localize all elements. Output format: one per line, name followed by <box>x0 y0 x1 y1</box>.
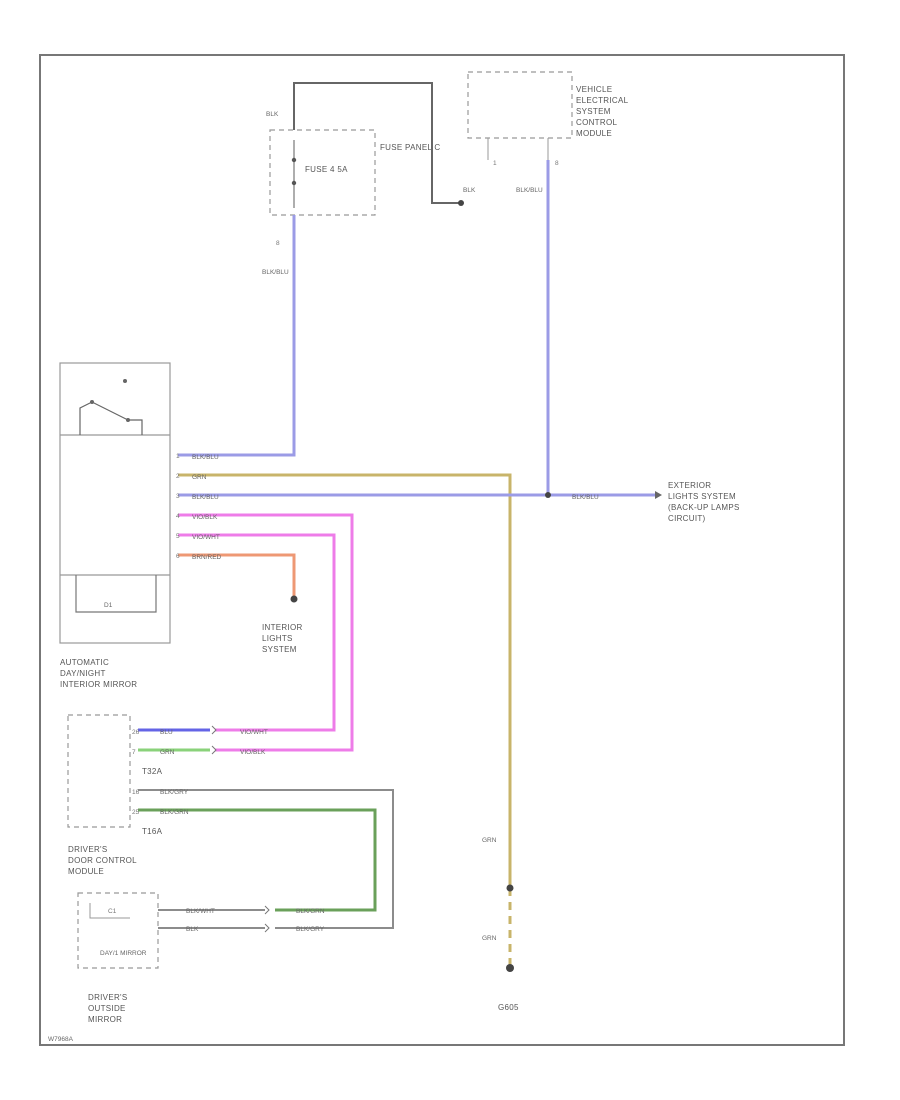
wire-label-grn-lower: GRN <box>482 935 497 942</box>
wire-label-vescm-blk-blu: BLK/BLU <box>516 187 543 194</box>
door-pin-7: 7 <box>132 749 136 756</box>
splice-grn <box>506 884 514 892</box>
wire-label-blk-gry: BLK/GRY <box>160 789 189 796</box>
door-pin-16: 16 <box>132 789 140 796</box>
wire-label-grn-door: GRN <box>160 749 175 756</box>
interior-mirror-box <box>59 362 171 644</box>
wire-label-blk-gry-mirror: BLK/GRY <box>296 926 325 933</box>
mirror-lamp-bracket <box>75 575 157 613</box>
exterior-lights-label: EXTERIOR LIGHTS SYSTEM (BACK-UP LAMPS CI… <box>668 481 742 523</box>
mirror-switch-blade <box>79 401 93 435</box>
diagram-frame <box>39 54 845 1046</box>
mirror-switch-arm <box>91 401 129 421</box>
outside-mirror-part: DAY/1 MIRROR <box>100 950 147 957</box>
mirror-pin-3: 3 <box>176 493 180 500</box>
fuse-panel-box <box>269 129 376 216</box>
inline-connector-1 <box>211 725 217 735</box>
exterior-arrow <box>655 491 662 499</box>
vescm-pin-1: 1 <box>493 160 497 167</box>
wire-vio-wht <box>178 533 336 732</box>
door-conn-t16a: T16A <box>142 827 163 836</box>
fuse-panel-label: FUSE PANEL C <box>380 143 441 152</box>
mirror-pin-5: 5 <box>176 533 180 540</box>
ground-label: G605 <box>498 1003 519 1012</box>
wire-label-mirror-pin3: BLK/BLU <box>192 494 219 501</box>
wire-label-blu: BLU <box>160 729 173 736</box>
wire-label-fuse-blk-blu: BLK/BLU <box>262 269 289 276</box>
wire-label-blk-grn-mirror: BLK/GRN <box>296 908 325 915</box>
mirror-lamp-label: D1 <box>104 602 113 609</box>
vescm-box <box>467 71 573 139</box>
fuse-label: FUSE 4 5A <box>305 165 348 174</box>
vescm-pin-8: 8 <box>555 160 559 167</box>
wire-blk-gry <box>138 789 394 929</box>
interior-mirror-label: AUTOMATIC DAY/NIGHT INTERIOR MIRROR <box>60 658 137 689</box>
wire-label-blk-outside: BLK <box>186 926 199 933</box>
outside-mirror-box <box>77 892 159 969</box>
mirror-pin-1: 1 <box>176 453 180 460</box>
wire-brn-red <box>178 553 296 597</box>
wire-label-exterior: BLK/BLU <box>572 494 599 501</box>
door-pin-25: 25 <box>132 809 140 816</box>
mirror-switch-contact-dot <box>126 418 130 422</box>
inline-connector-4 <box>264 923 270 933</box>
diagram-id: W7968A <box>48 1036 74 1043</box>
mirror-pin-6: 6 <box>176 553 180 560</box>
wire-label-mirror-pin1: BLK/BLU <box>192 454 219 461</box>
outside-mirror-conn-c1: C1 <box>108 908 117 915</box>
fuse-out-pin: 8 <box>276 240 280 247</box>
door-pin-26: 26 <box>132 729 140 736</box>
wire-label-blk-splice: BLK <box>463 187 476 194</box>
outside-mirror-label: DRIVER'S OUTSIDE MIRROR <box>88 993 130 1024</box>
interior-lights-terminal <box>290 595 298 603</box>
inline-connector-2 <box>211 745 217 755</box>
wire-label-mirror-pin4: VIO/BLK <box>192 514 218 521</box>
outside-mirror-bracket <box>89 903 130 919</box>
wire-label-grn-upper: GRN <box>482 837 497 844</box>
wire-blk-grn <box>138 808 377 912</box>
splice-blk-blu <box>545 492 551 498</box>
wire-label-blk-wht: BLK/WHT <box>186 908 215 915</box>
door-module-label: DRIVER'S DOOR CONTROL MODULE <box>68 845 139 876</box>
door-conn-t32a: T32A <box>142 767 163 776</box>
interior-lights-label: INTERIOR LIGHTS SYSTEM <box>262 623 305 654</box>
inline-connector-3 <box>264 905 270 915</box>
wire-label-blk-grn: BLK/GRN <box>160 809 189 816</box>
wire-grn-mirror-to-ground <box>178 473 512 888</box>
vescm-label: VEHICLE ELECTRICAL SYSTEM CONTROL MODULE <box>576 85 631 138</box>
wire-label-vio-wht-door: VIO/WHT <box>240 729 268 736</box>
door-module-box <box>67 714 131 828</box>
wire-label-mirror-pin5: VIO/WHT <box>192 534 220 541</box>
mirror-indicator <box>123 379 127 383</box>
wire-blk-blu-fuse-to-mirror <box>178 215 296 457</box>
mirror-pin-2: 2 <box>176 473 180 480</box>
fuse-node-top <box>291 157 297 163</box>
wire-vio-blk <box>178 513 354 752</box>
splice-blk <box>458 200 464 206</box>
mirror-switch-contact <box>128 419 143 435</box>
fuse-node-bottom <box>291 180 297 186</box>
wire-blk-feed <box>293 82 460 204</box>
wire-label-vio-blk-door: VIO/BLK <box>240 749 266 756</box>
mirror-pin-4: 4 <box>176 513 180 520</box>
wire-label-mirror-pin2: GRN <box>192 474 207 481</box>
ground-point <box>506 964 514 972</box>
wire-label-mirror-pin6: BRN/RED <box>192 554 222 561</box>
mirror-switch-pivot <box>90 400 94 404</box>
wire-label-blk-top: BLK <box>266 111 279 118</box>
